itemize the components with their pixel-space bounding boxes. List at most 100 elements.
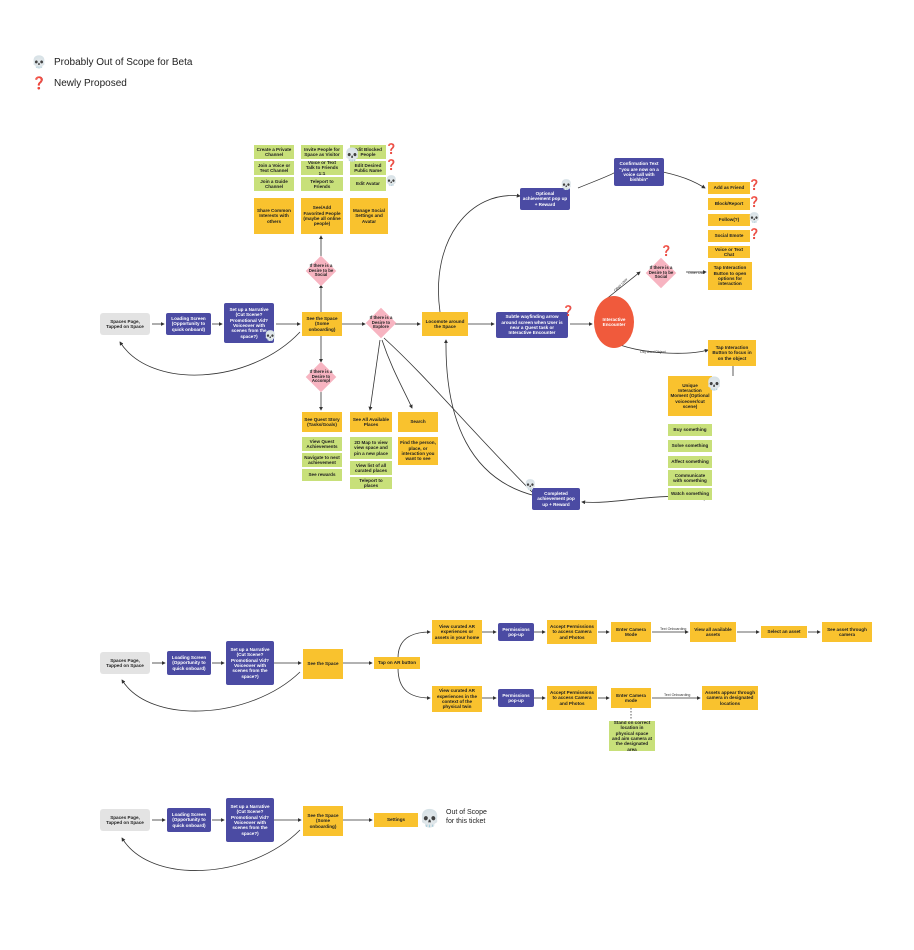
object-action: Affect something — [668, 456, 712, 468]
select-asset-node: Select an asset — [761, 626, 807, 638]
social-option: Voice or Text Talk to Friends 1:1 — [301, 161, 343, 175]
skull-icon: 💀 — [344, 147, 361, 162]
social-action: See/Add Favorited People (maybe all onli… — [301, 198, 343, 234]
permissions-node: Permissions pop-up — [498, 689, 534, 707]
edge-label-text-onboarding: Text Onboarding — [664, 693, 691, 697]
user-action: Social Emote — [708, 230, 750, 242]
tap-interaction-node: Tap Interaction Button to open options f… — [708, 262, 752, 290]
user-action: Block/Report — [708, 198, 750, 210]
see-asset-node: See asset through camera — [822, 622, 872, 642]
legend-out-of-scope-label: Probably Out of Scope for Beta — [54, 56, 193, 68]
quest-story-node: See Quest Story (Tasks/Goals) — [302, 412, 342, 432]
social-option: Teleport to Friends — [301, 177, 343, 191]
stand-location-node: Stand on correct location in physical sp… — [609, 721, 655, 751]
completed-achievement-node: Completed achievement pop up + Reward — [532, 488, 580, 510]
spaces-page-node: Spaces Page, Tapped on Space — [100, 652, 150, 674]
desire-explore-label: If there is a Desire to Explore — [369, 314, 393, 330]
out-of-scope-note: Out of Scope for this ticket — [446, 808, 487, 826]
object-action: Buy something — [668, 424, 712, 436]
locomote-node: Locomote around the Space — [422, 312, 468, 336]
skull-icon: 💀 — [385, 176, 398, 187]
legend-out-of-scope: 💀 Probably Out of Scope for Beta — [31, 55, 193, 69]
skull-icon: 💀 — [419, 809, 441, 828]
out-of-scope-label: Out of Scope — [446, 809, 487, 816]
narrative-node: Set up a Narrative (Cut Scene? Promotion… — [226, 798, 274, 842]
edge-label-object: Obj User/Object — [640, 350, 666, 354]
permissions-node: Permissions pop-up — [498, 623, 534, 641]
social-action: Share Common Interests with others — [254, 198, 294, 234]
edge — [397, 630, 431, 659]
places-item: View list of all curated places — [350, 461, 392, 475]
user-action: Add as Friend — [708, 182, 750, 194]
skull-icon: 💀 — [560, 180, 573, 191]
edge — [381, 339, 413, 409]
desire-social2-diamond: If there is a Desire to be Social — [645, 257, 677, 289]
social-option: Join a Guide Channel — [254, 177, 294, 191]
user-action: Voice or Text Chat — [708, 246, 750, 258]
edge — [119, 331, 301, 376]
see-space-node: See the Space (Some onboarding) — [303, 806, 343, 836]
camera-mode-node: Enter Camera Mode — [611, 622, 651, 642]
object-action: Communicate with something — [668, 470, 712, 486]
social-action: Manage Social Settings and Avatar — [350, 198, 388, 234]
question-mark-icon: ❓ — [748, 229, 761, 240]
accept-node: Accept Permissions to access Camera and … — [547, 686, 597, 710]
edge — [604, 271, 641, 301]
view-assets-node: View all available assets — [690, 622, 736, 642]
places-item: Teleport to places — [350, 477, 392, 489]
legend-proposed: ❓ Newly Proposed — [32, 76, 127, 90]
wayfinding-node: Subtle wayfinding arrow around screen wh… — [496, 312, 568, 338]
question-mark-icon: ❓ — [385, 160, 398, 171]
desire-social-label: If there is a Desire to be Social — [308, 262, 334, 278]
loading-screen-node: Loading Screen (Opportunity to quick onb… — [167, 808, 211, 832]
accept-node: Accept Permissions to access Camera and … — [547, 620, 597, 644]
edge — [368, 339, 381, 411]
desire-explore-diamond: If there is a Desire to Explore — [365, 307, 397, 339]
skull-icon: 💀 — [31, 55, 47, 69]
edge — [443, 339, 537, 497]
view-physical-node: View curated AR experiences in the conte… — [432, 686, 482, 712]
edge — [577, 167, 621, 189]
assets-appear-node: Assets appear through camera in designat… — [702, 686, 758, 710]
for-ticket-label: for this ticket — [446, 818, 486, 826]
settings-node: Settings — [374, 813, 418, 827]
skull-icon: 💀 — [748, 213, 761, 224]
places-item: 2D Map to view view space and pin a new … — [350, 437, 392, 459]
user-action: Follow(?) — [708, 214, 750, 226]
skull-icon: 💀 — [706, 376, 723, 391]
spaces-page-node: Spaces Page, Tapped on Space — [100, 809, 150, 831]
edge — [619, 344, 709, 354]
desire-social-diamond: If there is a Desire to be Social — [305, 255, 337, 287]
see-space-node: See the Space — [303, 649, 343, 679]
tap-ar-node: Tap on AR button — [374, 657, 420, 669]
quest-item: See rewards — [302, 469, 342, 481]
search-item: Find the person, place, or interaction y… — [398, 437, 438, 465]
question-mark-icon: ❓ — [748, 180, 761, 191]
question-mark-icon: ❓ — [385, 144, 398, 155]
skull-icon: 💀 — [524, 480, 537, 491]
view-home-node: View curated AR experiences or assets in… — [432, 620, 482, 644]
social-option: Edit Blocked People — [350, 145, 386, 159]
desire-accomp-label: If there is a Desire to Accompl — [309, 368, 333, 384]
edge — [662, 171, 706, 189]
desire-accomp-diamond: If there is a Desire to Accompl — [305, 361, 337, 393]
edge-label-text-onboarding: Text Onboarding — [660, 627, 687, 631]
edge — [121, 671, 301, 712]
social-option: Create a Private Channel — [254, 145, 294, 159]
edge — [397, 667, 431, 700]
edge — [121, 829, 301, 871]
question-mark-icon: ❓ — [748, 197, 761, 208]
desire-social2-label: If there is a Desire to be Social — [648, 264, 674, 280]
question-mark-icon: ❓ — [31, 76, 47, 90]
loading-screen-node: Loading Screen (Opportunity to quick onb… — [166, 313, 211, 335]
social-option: Edit Desired Public Name — [350, 161, 386, 175]
social-option: Edit Avatar — [350, 177, 386, 191]
unique-moment-node: Unique Interaction Moment (Optional voic… — [668, 376, 712, 416]
question-mark-icon: ❓ — [660, 246, 673, 257]
edge — [438, 193, 521, 313]
social-option: Invite People for Space as Visitor — [301, 145, 343, 159]
confirmation-node: Confirmation Text "you are now on a voic… — [614, 158, 664, 186]
spaces-page-node: Spaces Page, Tapped on Space — [100, 313, 150, 335]
tap-focus-node: Tap Interaction Button to focus in on th… — [708, 340, 756, 366]
optional-achievement-node: Optional achievement pop up + Reward — [520, 188, 570, 210]
